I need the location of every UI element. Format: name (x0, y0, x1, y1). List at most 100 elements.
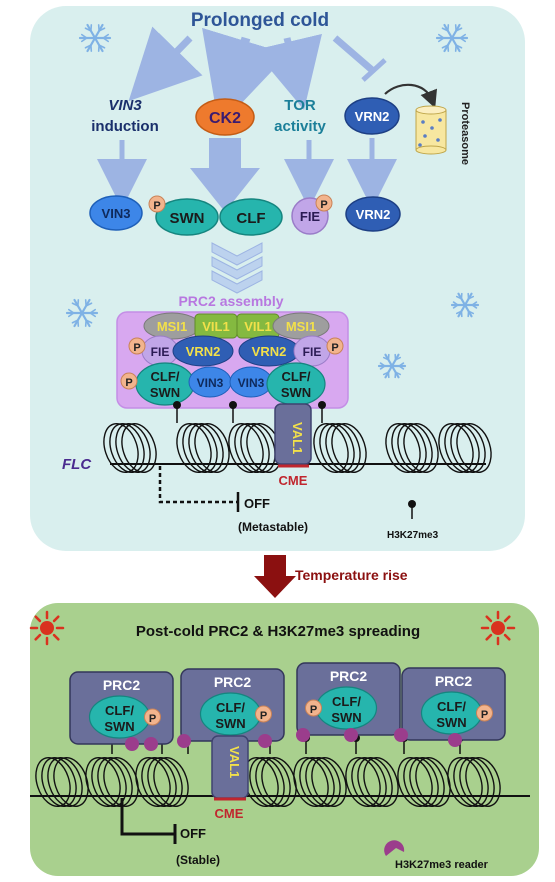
phospho-badge (144, 708, 161, 726)
phospho-badge (120, 372, 138, 390)
snowflake-icon (435, 23, 469, 53)
phospho-label: P (149, 713, 156, 725)
vin3-right-label: VIN3 (238, 376, 265, 390)
phospho-badge (128, 337, 146, 355)
cme-top-label: CME (279, 473, 308, 488)
swn-label: SWN (170, 210, 205, 227)
vrn2-right-label: VRN2 (252, 344, 287, 359)
nucleosome (176, 423, 230, 473)
clf-label: CLF (236, 210, 265, 227)
off-bottom-state: (Stable) (176, 853, 220, 867)
clf-swn-line1: CLF/ (216, 700, 245, 715)
vin3-induction-line2: induction (91, 118, 159, 135)
clf-swn-left-line2: SWN (150, 385, 180, 400)
clf-swn-right-line1: CLF/ (282, 369, 311, 384)
temperature-rise-label: Temperature rise (295, 567, 408, 583)
nucleosome (293, 757, 347, 807)
cme-bottom-label: CME (215, 806, 244, 821)
clf-swn-line1: CLF/ (105, 703, 134, 718)
vin3-left-label: VIN3 (197, 376, 224, 390)
phospho-label: P (125, 377, 132, 389)
msi1-left-label: MSI1 (157, 319, 187, 334)
prc2-label: PRC2 (435, 673, 473, 689)
phospho-label: P (310, 704, 317, 716)
vrn2-left (172, 335, 234, 367)
val1-top (274, 403, 312, 465)
off-bottom-label: OFF (180, 826, 206, 841)
off-top-state: (Metastable) (238, 520, 308, 534)
clf-swn-line2: SWN (331, 710, 361, 725)
nucleosome-row (103, 401, 492, 473)
top-panel (30, 6, 525, 551)
clf-swn-left-line1: CLF/ (151, 369, 180, 384)
phospho-label: P (481, 709, 488, 721)
ck2-label: CK2 (209, 110, 241, 127)
off-top-label: OFF (244, 496, 270, 511)
nucleosome (35, 757, 89, 807)
nucleosome (313, 423, 367, 473)
tor-activity-line1: TOR (284, 97, 316, 114)
clf-swn-right-line2: SWN (281, 385, 311, 400)
h3k27me3-reader (125, 737, 139, 751)
arrow-to-vin3-induction (128, 26, 203, 102)
msi1-right-label: MSI1 (286, 319, 316, 334)
proteasome-label: Proteasome (459, 102, 471, 165)
vin3-label: VIN3 (102, 206, 131, 221)
vrn2-left-label: VRN2 (186, 344, 221, 359)
clf-swn-line2: SWN (436, 715, 466, 730)
vil1-right-label: VIL1 (244, 319, 271, 334)
clf-node (219, 198, 283, 236)
clf-swn-line2: SWN (104, 719, 134, 734)
arrow-to-tor (253, 33, 322, 111)
h3k27me3-legend-label: H3K27me3 (387, 530, 439, 541)
phospho-label: P (133, 342, 140, 354)
off-arrow-top (158, 466, 238, 504)
vin3-node (89, 195, 143, 231)
ck2-node (195, 98, 255, 136)
snowflake-icon (78, 23, 112, 53)
h3k27me3-mark-icon (408, 500, 416, 508)
phospho-label: P (331, 342, 338, 354)
degradation-arrow (384, 83, 437, 109)
nucleosome (345, 757, 399, 807)
h3k27me3-mark (229, 401, 237, 423)
phospho-label: P (260, 710, 267, 722)
snowflake-icon (450, 292, 480, 318)
prc2-assembly-label: PRC2 assembly (178, 293, 283, 309)
swn-node (155, 198, 219, 236)
phospho-badge (315, 194, 333, 212)
proteasome-icon (415, 105, 447, 155)
bottom-title: Post-cold PRC2 & H3K27me3 spreading (136, 623, 420, 640)
nucleosome (228, 423, 282, 473)
h3k27me3-mark (318, 401, 326, 423)
off-arrow-bottom (120, 798, 175, 836)
clf-swn-line1: CLF/ (437, 699, 466, 714)
nucleosome-row-bottom (35, 734, 501, 807)
arrow-to-ck2 (202, 27, 289, 128)
phospho-badge (326, 337, 344, 355)
h3k27me3-reader (394, 728, 408, 742)
temperature-arrow (254, 555, 296, 598)
vrn2-top-label: VRN2 (355, 109, 390, 124)
h3k27me3-reader (177, 734, 191, 748)
val1-bottom-label: VAL1 (227, 746, 242, 778)
phospho-badge (148, 195, 166, 213)
h3k27me3-reader (344, 728, 358, 742)
fie-right-label: FIE (303, 345, 322, 359)
snowflake-icon (377, 353, 407, 379)
phospho-badge (255, 705, 272, 723)
vrn2-node (345, 196, 401, 232)
nucleosome (103, 423, 157, 473)
tor-activity-line2: activity (274, 118, 326, 135)
val1-top-label: VAL1 (290, 422, 305, 454)
assembly-chevrons (211, 242, 263, 294)
nucleosome (438, 423, 492, 473)
nucleosome (385, 423, 439, 473)
